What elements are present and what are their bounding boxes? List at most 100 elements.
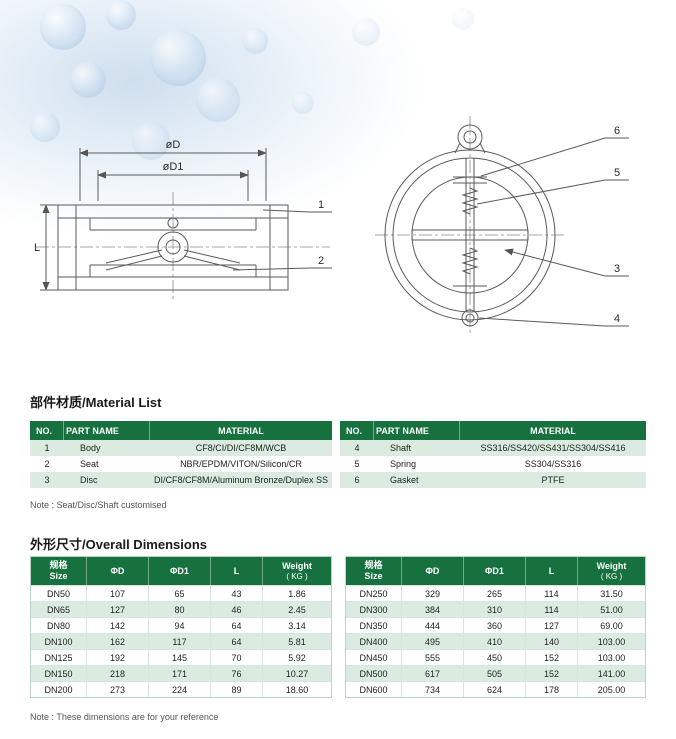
col-phi-d1: ΦD1 — [149, 557, 211, 585]
table-cell: 555 — [402, 649, 464, 665]
valve-side-view-drawing: øD øD1 L 1 2 — [34, 139, 332, 302]
table-cell: CF8/CI/DI/CF8M/WCB — [195, 443, 287, 453]
table-cell: 114 — [526, 601, 578, 617]
table-cell: DN125 — [31, 649, 87, 665]
table-cell: 205.00 — [578, 681, 645, 697]
table-cell: Gasket — [390, 475, 419, 485]
table-cell: 505 — [464, 665, 526, 681]
table-cell: NBR/EPDM/VITON/Silicon/CR — [180, 459, 302, 469]
table-cell: Seat — [80, 459, 99, 469]
table-cell: 265 — [464, 585, 526, 601]
col-material: MATERIAL — [460, 421, 646, 440]
material-list-heading: 部件材质/Material List — [30, 395, 162, 410]
table-cell: DN150 — [31, 665, 87, 681]
col-size-cn: 规格 — [364, 560, 383, 571]
bubble-decoration — [452, 8, 474, 30]
table-cell: 192 — [87, 649, 149, 665]
table-cell: DN200 — [31, 681, 87, 697]
col-no: NO. — [30, 421, 64, 440]
valve-front-view-drawing: 6 5 3 4 — [375, 116, 629, 336]
table-cell: 5.92 — [263, 649, 331, 665]
col-phi-d: ΦD — [87, 557, 149, 585]
table-cell: DN300 — [346, 601, 402, 617]
table-cell: DN450 — [346, 649, 402, 665]
table-cell: 10.27 — [263, 665, 331, 681]
bubble-decoration — [106, 0, 136, 30]
table-cell: 310 — [464, 601, 526, 617]
table-cell: 162 — [87, 633, 149, 649]
table-cell: 171 — [149, 665, 211, 681]
table-cell: DN100 — [31, 633, 87, 649]
callout-4: 4 — [614, 313, 620, 325]
col-l: L — [526, 557, 578, 585]
table-cell: DN350 — [346, 617, 402, 633]
table-header-row: NO. PART NAME MATERIAL — [30, 421, 332, 440]
table-cell: DN600 — [346, 681, 402, 697]
bubble-decoration — [196, 78, 240, 122]
table-cell: DN50 — [31, 585, 87, 601]
dim-label-l: L — [34, 242, 40, 254]
table-cell: 65 — [149, 585, 211, 601]
table-cell: 80 — [149, 601, 211, 617]
col-weight-label: Weight — [596, 560, 627, 571]
table-cell: 6 — [354, 475, 360, 485]
table-row: 6 Gasket PTFE — [340, 472, 646, 488]
table-cell: DN400 — [346, 633, 402, 649]
table-cell: 18.60 — [263, 681, 331, 697]
col-weight-unit: ( KG ) — [600, 571, 623, 581]
table-cell: 70 — [211, 649, 263, 665]
table-cell: 178 — [526, 681, 578, 697]
col-size: 规格 Size — [346, 557, 402, 585]
col-size-en: Size — [49, 571, 68, 581]
table-cell: 273 — [87, 681, 149, 697]
bubble-decoration — [292, 92, 314, 114]
col-part-name: PART NAME — [64, 421, 150, 440]
table-cell: 103.00 — [578, 633, 645, 649]
table-cell: 94 — [149, 617, 211, 633]
col-weight-unit: ( KG ) — [286, 571, 308, 581]
col-material: MATERIAL — [150, 421, 332, 440]
callout-1: 1 — [318, 199, 324, 211]
table-cell: PTFE — [541, 475, 565, 485]
table-cell: 127 — [87, 601, 149, 617]
callout-2: 2 — [318, 255, 324, 267]
material-note: Note : Seat/Disc/Shaft customised — [30, 500, 167, 510]
table-cell: 450 — [464, 649, 526, 665]
table-cell: 69.00 — [578, 617, 645, 633]
col-weight: Weight ( KG ) — [578, 557, 645, 585]
table-cell: DN500 — [346, 665, 402, 681]
table-cell: 734 — [402, 681, 464, 697]
table-cell: DN250 — [346, 585, 402, 601]
overall-dimensions-heading: 外形尺寸/Overall Dimensions — [30, 537, 207, 552]
table-cell: 224 — [149, 681, 211, 697]
table-cell: SS316/SS420/SS431/SS304/SS416 — [480, 443, 626, 453]
table-header-row: 规格 Size ΦD ΦD1 L Weight ( KG ) — [31, 557, 331, 585]
table-cell: 5 — [354, 459, 360, 469]
table-cell: 152 — [526, 665, 578, 681]
table-cell: 3 — [44, 475, 50, 485]
table-cell: 51.00 — [578, 601, 645, 617]
table-cell: 3.14 — [263, 617, 331, 633]
table-cell: 495 — [402, 633, 464, 649]
table-cell: 107 — [87, 585, 149, 601]
bubble-decoration — [242, 28, 268, 54]
callout-6: 6 — [614, 125, 620, 137]
table-cell: 624 — [464, 681, 526, 697]
col-weight-label: Weight — [282, 560, 312, 571]
